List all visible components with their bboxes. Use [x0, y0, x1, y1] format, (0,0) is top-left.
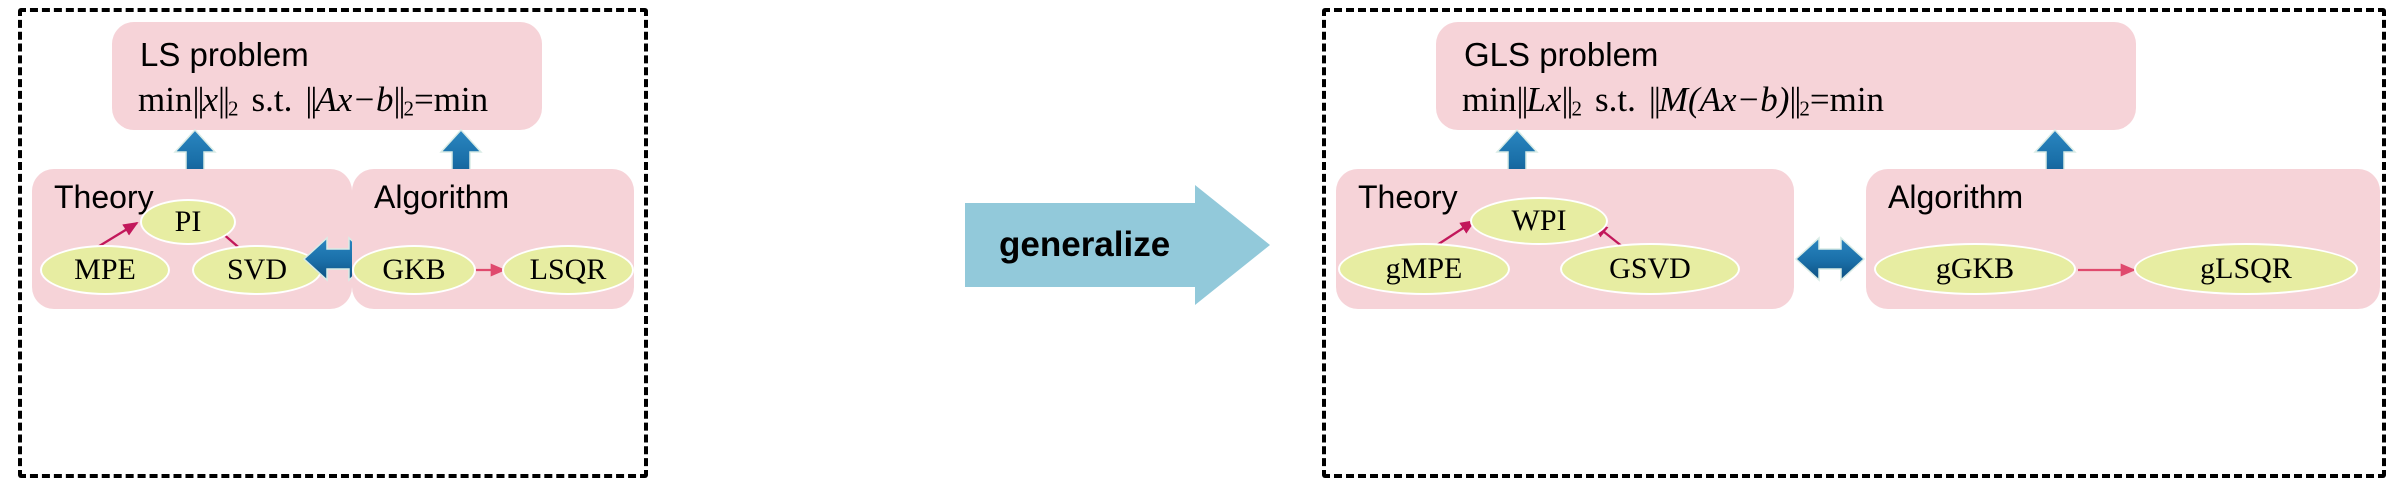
- formula-res-sub: 2: [1799, 96, 1810, 121]
- formula-arg: x: [202, 80, 219, 119]
- formula-res-sub: 2: [403, 96, 414, 121]
- gls-algorithm-edges: [2078, 263, 2136, 277]
- formula-bar-close: ||: [218, 80, 230, 119]
- ls-node-mpe[interactable]: MPE: [40, 245, 170, 295]
- gls-node-gsvd[interactable]: GSVD: [1560, 243, 1740, 295]
- formula-bar-open: ||: [1516, 80, 1528, 119]
- formula-st: s.t.: [251, 80, 293, 119]
- ls-problem-title: LS problem: [140, 36, 309, 73]
- formula-min: min: [138, 80, 193, 119]
- double-horizontal-arrow-icon: [1794, 236, 1866, 282]
- ls-algorithm-label: Algorithm: [374, 179, 510, 215]
- ls-theory-box: Theory PI MPE SVD: [32, 169, 352, 309]
- formula-res-open: ||: [1648, 80, 1661, 119]
- gls-node-glsqr-label: gLSQR: [2200, 252, 2292, 285]
- ls-theory-label: Theory: [54, 179, 154, 215]
- formula-eq: =min: [1809, 80, 1885, 119]
- formula-min: min: [1462, 80, 1517, 119]
- ls-node-lsqr[interactable]: LSQR: [502, 245, 634, 295]
- formula-st: s.t.: [1594, 80, 1636, 119]
- formula-bar-open: ||: [192, 80, 204, 119]
- formula-sub: 2: [228, 96, 239, 121]
- ls-node-lsqr-label: LSQR: [529, 253, 607, 286]
- gls-problem-title: GLS problem: [1464, 36, 1659, 73]
- formula-arg: Lx: [1526, 80, 1562, 119]
- gls-node-wpi-label: WPI: [1511, 204, 1567, 237]
- formula-res-open: ||: [305, 80, 317, 119]
- formula-eq: =min: [413, 80, 489, 119]
- formula-residual: M(Ax−b): [1658, 80, 1790, 119]
- ls-node-gkb[interactable]: GKB: [352, 245, 476, 295]
- gls-theory-box: Theory WPI gMPE GSVD: [1336, 169, 1794, 309]
- gls-node-gmpe[interactable]: gMPE: [1338, 243, 1510, 295]
- ls-node-pi-label: PI: [174, 205, 202, 238]
- generalize-arrow-icon: [965, 185, 1270, 305]
- gls-algorithm-label: Algorithm: [1888, 179, 2024, 215]
- ls-node-svd-label: SVD: [226, 253, 287, 286]
- gls-node-wpi[interactable]: WPI: [1470, 197, 1608, 245]
- gls-node-gsvd-label: GSVD: [1609, 252, 1691, 285]
- formula-res-close: ||: [393, 80, 405, 119]
- formula-res-close: ||: [1789, 80, 1801, 119]
- generalize-label: generalize: [999, 225, 1171, 264]
- gls-node-glsqr[interactable]: gLSQR: [2134, 243, 2358, 295]
- ls-node-gkb-label: GKB: [382, 253, 446, 286]
- gls-theory-label: Theory: [1358, 179, 1458, 215]
- gls-node-ggkb[interactable]: gGKB: [1874, 243, 2076, 295]
- formula-sub: 2: [1571, 96, 1582, 121]
- gls-node-gmpe-label: gMPE: [1385, 252, 1463, 285]
- formula-bar-close: ||: [1561, 80, 1573, 119]
- ls-node-pi[interactable]: PI: [140, 199, 236, 245]
- generalize-banner: generalize: [965, 185, 1270, 305]
- ls-node-mpe-label: MPE: [74, 253, 136, 286]
- gls-node-ggkb-label: gGKB: [1935, 252, 2015, 285]
- gls-algorithm-box: Algorithm gGKB gLSQR: [1866, 169, 2380, 309]
- ls-node-svd[interactable]: SVD: [192, 245, 322, 295]
- gls-theory-to-algorithm-arrow: [1794, 236, 1866, 282]
- formula-residual: Ax−b: [315, 80, 394, 119]
- ls-algorithm-box: Algorithm GKB LSQR: [352, 169, 634, 309]
